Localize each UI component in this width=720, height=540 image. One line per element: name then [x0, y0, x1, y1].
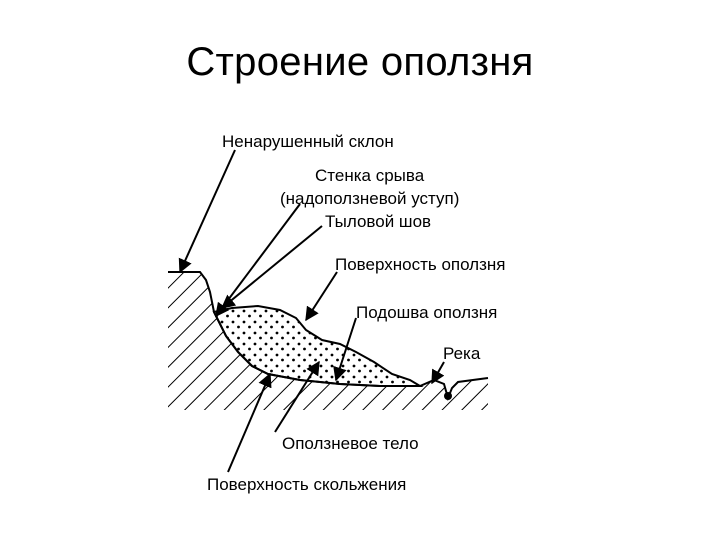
- bedrock-hatching: [168, 260, 488, 410]
- arrow-rear-seam: [222, 226, 322, 308]
- label-rear-seam: Тыловой шов: [325, 212, 431, 231]
- label-river: Река: [443, 344, 481, 363]
- arrow-undisturbed-slope: [180, 150, 235, 272]
- label-landslide-surface: Поверхность оползня: [335, 255, 506, 274]
- label-landslide-toe: Подошва оползня: [356, 303, 497, 322]
- label-sliding-surface: Поверхность скольжения: [207, 475, 406, 494]
- arrow-landslide-surface: [306, 272, 337, 320]
- river-channel: [444, 392, 452, 400]
- label-scarp-detail: (надоползневой уступ): [280, 189, 459, 208]
- arrow-river: [432, 362, 444, 383]
- label-scarp: Стенка срыва: [315, 166, 425, 185]
- label-landslide-body: Оползневое тело: [282, 434, 419, 453]
- label-undisturbed-slope: Ненарушенный склон: [222, 132, 394, 151]
- arrow-scarp: [216, 204, 300, 316]
